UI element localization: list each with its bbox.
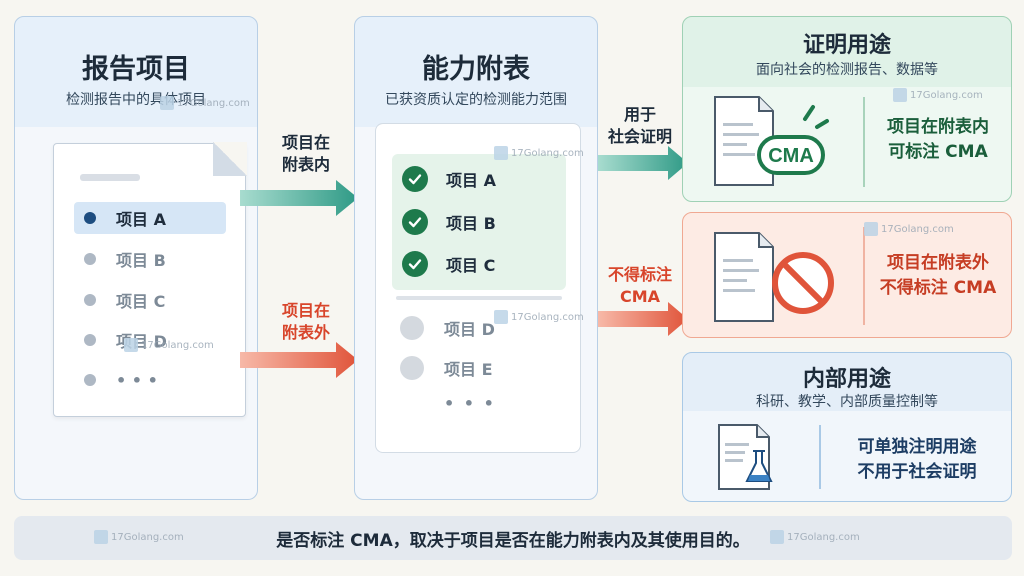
report-panel-title: 报告项目 <box>82 54 190 85</box>
no-cma-divider <box>863 227 865 325</box>
watermark-logo-icon <box>160 96 174 110</box>
no-cma-panel: 项目在附表外 不得标注 CMA <box>682 212 1012 338</box>
summary-text: 是否标注 CMA，取决于项目是否在能力附表内及其使用目的。 <box>276 530 750 551</box>
watermark-logo-icon <box>494 146 508 160</box>
watermark: 17Golang.com <box>160 96 250 110</box>
report-item: • • • <box>74 364 226 396</box>
out-table-arrow-label: 项目在 附表外 <box>281 301 330 342</box>
watermark-logo-icon <box>864 222 878 236</box>
red-arrow-icon <box>598 302 688 336</box>
cma-document-icon: CMA <box>714 96 829 186</box>
cert-panel-subtitle: 面向社会的检测报告、数据等 <box>756 62 938 78</box>
table-panel-title: 能力附表 <box>422 54 530 85</box>
bullet-icon <box>84 374 96 386</box>
prohibited-document-icon <box>714 232 834 322</box>
table-panel-subtitle: 已获资质认定的检测能力范围 <box>385 92 567 108</box>
bullet-icon <box>84 253 96 265</box>
certification-use-panel: 证明用途 面向社会的检测报告、数据等 CMA 项目在附表内 可标注 CMA <box>682 16 1012 202</box>
table-divider <box>396 296 562 300</box>
cert-panel-title: 证明用途 <box>802 33 891 58</box>
watermark: 17Golang.com <box>124 338 214 352</box>
check-icon <box>402 251 428 277</box>
bullet-icon <box>84 294 96 306</box>
in-table-items: 项目 A 项目 B 项目 C <box>392 154 566 290</box>
social-use-arrow-label: 用于 社会证明 <box>607 105 672 146</box>
check-icon <box>402 166 428 192</box>
watermark: 17Golang.com <box>864 222 954 236</box>
internal-panel-subtitle: 科研、教学、内部质量控制等 <box>756 394 938 410</box>
internal-note: 可单独注明用途 不用于社会证明 <box>857 437 977 482</box>
in-table-item: 项目 B <box>402 209 496 235</box>
in-table-arrow-label: 项目在 附表内 <box>281 133 330 174</box>
no-cma-arrow-label: 不得标注 CMA <box>607 265 672 306</box>
bullet-icon <box>84 334 96 346</box>
report-document-icon: 项目 A 项目 B 项目 C 项目 D • • • <box>53 142 247 417</box>
watermark-logo-icon <box>770 530 784 544</box>
teal-arrow-icon <box>240 180 358 216</box>
lab-flask-document-icon <box>718 424 773 490</box>
watermark-logo-icon <box>494 310 508 324</box>
out-table-item: 项目 D <box>400 316 495 340</box>
watermark-logo-icon <box>893 88 907 102</box>
empty-circle-icon <box>400 316 424 340</box>
cert-divider <box>863 97 865 187</box>
no-cma-note: 项目在附表外 不得标注 CMA <box>879 253 997 298</box>
doc-header-line <box>80 174 140 181</box>
in-table-item: 项目 A <box>402 166 496 192</box>
capability-table-card: 项目 A 项目 B 项目 C 项目 D 项目 E • • • <box>375 123 581 453</box>
capability-table-panel: 能力附表 已获资质认定的检测能力范围 项目 A 项目 B 项目 C <box>354 16 598 500</box>
watermark: 17Golang.com <box>893 88 983 102</box>
check-icon <box>402 209 428 235</box>
internal-use-panel: 内部用途 科研、教学、内部质量控制等 可单独注明用途 不用于社会证明 <box>682 352 1012 502</box>
red-arrow-icon <box>240 342 358 378</box>
summary-footer: 是否标注 CMA，取决于项目是否在能力附表内及其使用目的。 <box>14 516 1012 560</box>
table-ellipsis: • • • <box>444 394 496 413</box>
cert-note: 项目在附表内 可标注 CMA <box>887 117 989 162</box>
in-table-item: 项目 C <box>402 251 495 277</box>
report-items-panel: 报告项目 检测报告中的具体项目 项目 A 项目 B 项目 C 项目 D • • … <box>14 16 258 500</box>
svg-text:CMA: CMA <box>768 145 814 167</box>
watermark: 17Golang.com <box>94 530 184 544</box>
bullet-icon <box>84 212 96 224</box>
watermark-logo-icon <box>94 530 108 544</box>
teal-arrow-icon <box>598 146 688 180</box>
report-item: 项目 B <box>74 243 226 275</box>
watermark-logo-icon <box>124 338 138 352</box>
out-table-item: 项目 E <box>400 356 493 380</box>
empty-circle-icon <box>400 356 424 380</box>
watermark: 17Golang.com <box>770 530 860 544</box>
watermark: 17Golang.com <box>494 310 584 324</box>
internal-panel-title: 内部用途 <box>802 367 891 392</box>
report-item: 项目 A <box>74 202 226 234</box>
watermark: 17Golang.com <box>494 146 584 160</box>
report-item: 项目 C <box>74 284 226 316</box>
internal-divider <box>819 425 821 489</box>
page-fold-icon <box>213 142 247 176</box>
